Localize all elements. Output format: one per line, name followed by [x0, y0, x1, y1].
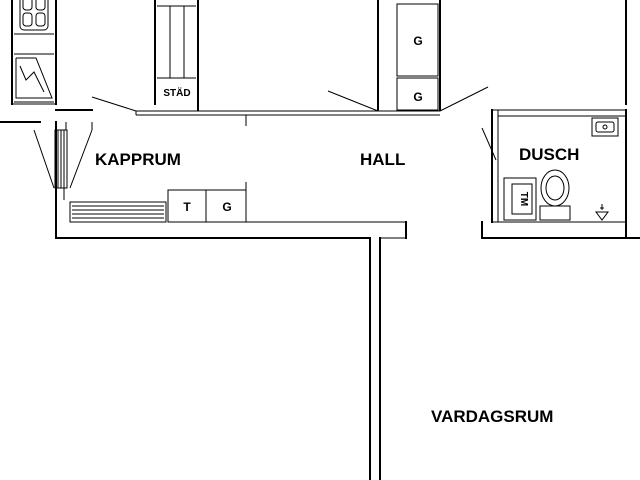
kitchen-counter-icon [15, 57, 53, 99]
room-label-vardagsrum: VARDAGSRUM [431, 407, 553, 426]
shower-tray: TM [503, 177, 537, 221]
room-label-kapprum: KAPPRUM [95, 150, 181, 169]
wardrobe-block: G G [377, 0, 441, 111]
kitchen-area [0, 0, 93, 123]
radiator-icon [69, 201, 167, 223]
floor-drain-icon [595, 204, 609, 221]
stove-icon [19, 0, 49, 31]
tm-label: TM [518, 192, 529, 206]
wardrobe-g-lower-label: G [413, 90, 422, 104]
closet-g-label: G [222, 200, 231, 214]
closet-t-label: T [183, 200, 191, 214]
bathroom: TM [481, 109, 640, 239]
kapprum-walls [33, 121, 371, 239]
room-label-hall: HALL [360, 150, 405, 169]
hall-walls [91, 86, 489, 126]
sink-icon [591, 117, 619, 137]
cleaning-closet: STÄD [154, 0, 199, 111]
room-label-dusch: DUSCH [519, 145, 579, 164]
toilet-icon [539, 169, 571, 221]
stad-label: STÄD [163, 86, 190, 99]
kapprum-closets: T G [167, 182, 406, 223]
wardrobe-g-upper-label: G [413, 34, 422, 48]
vardagsrum-walls [369, 221, 407, 480]
